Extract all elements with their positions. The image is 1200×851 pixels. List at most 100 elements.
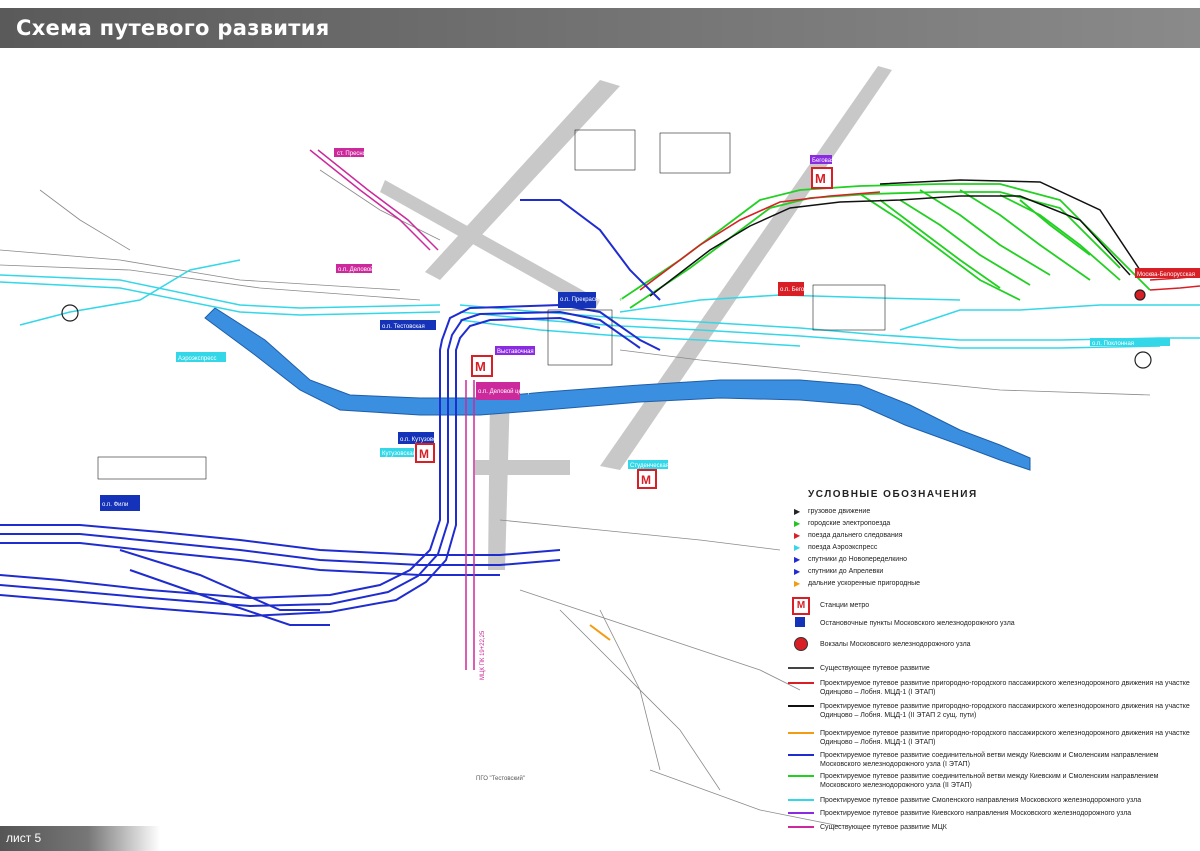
smolensk-lines — [0, 259, 1200, 349]
legend-traffic-label: дальние ускоренные пригородные — [808, 580, 921, 587]
mcd1-stage2-lines — [649, 179, 1141, 297]
metro-icon: M — [811, 167, 833, 189]
station-testovskaya — [380, 320, 436, 330]
legend-line-label: Проектируемое путевое развитие пригородн… — [820, 680, 1190, 696]
legend-symbol-label: Станции метро — [820, 602, 870, 609]
compass-icon — [61, 304, 79, 322]
page-title: Схема путевого развития — [16, 16, 330, 40]
line-swatch — [788, 826, 814, 828]
compass-marks — [61, 289, 1152, 369]
legend-symbol-label: Вокзалы Московского железнодорожного узл… — [820, 641, 971, 648]
station-aeroexpress — [176, 352, 226, 362]
station-boxes: ст. Пресня о.п. Деловой о.п. Прекрасная … — [100, 148, 1200, 511]
svg-text:Выставочная: Выставочная — [497, 349, 534, 355]
svg-text:о.п. Деловой: о.п. Деловой — [338, 266, 374, 273]
line-swatch — [788, 799, 814, 801]
legend-traffic-label: поезда Аэроэкспресс — [808, 544, 878, 551]
arrow-icon: ▶ — [794, 507, 801, 516]
legend-line-label: Проектируемое путевое развитие Смоленско… — [820, 797, 1142, 804]
legend-symbol-label: Остановочные пункты Московского железнод… — [820, 620, 1015, 627]
line-swatch — [788, 732, 814, 734]
legend-title: УСЛОВНЫЕ ОБОЗНАЧЕНИЯ — [808, 489, 978, 500]
terminal-icon — [794, 637, 808, 651]
legend-traffic-label: грузовое движение — [808, 508, 871, 515]
title-bar: Схема путевого развития — [0, 8, 1200, 48]
arrow-icon: ▶ — [794, 531, 801, 540]
svg-text:о.п. Беговая: о.п. Беговая — [780, 287, 814, 293]
svg-text:Москва-Белорусская: Москва-Белорусская — [1137, 272, 1195, 278]
line-swatch — [788, 682, 814, 684]
svg-text:Студенческая: Студенческая — [630, 463, 669, 469]
mck-line — [309, 149, 475, 670]
metro-icons: M M M M — [415, 167, 833, 489]
station-presnya — [334, 148, 364, 157]
line-swatch — [788, 705, 814, 707]
line-swatch — [788, 754, 814, 756]
line-swatch — [788, 775, 814, 777]
station-studencheskaya — [628, 460, 668, 469]
line-swatch — [788, 667, 814, 669]
compass-icon — [1134, 351, 1152, 369]
arrow-icon: ▶ — [794, 579, 801, 588]
station-begovaya — [810, 155, 832, 164]
terminal-icon — [1134, 289, 1146, 301]
arrow-icon: ▶ — [794, 519, 801, 528]
station-kutuzovo — [398, 432, 434, 444]
legend: УСЛОВНЫЕ ОБОЗНАЧЕНИЯ ▶ грузовое движение ▶… — [788, 485, 1200, 835]
rail-stop-icon — [795, 617, 805, 627]
mck-km-label: МЦК ПК 19+22,25 — [480, 630, 486, 680]
station-begovaya-op — [778, 282, 804, 296]
legend-line-label: Существующее путевое развитие — [820, 665, 930, 672]
page-footer: лист 5 — [0, 826, 160, 851]
arrow-icon: ▶ — [794, 543, 801, 552]
svg-text:о.п. Фили: о.п. Фили — [102, 502, 128, 508]
metro-icon: M — [792, 597, 810, 615]
svg-text:о.п. Поклонная: о.п. Поклонная — [1092, 341, 1134, 347]
arrow-icon: ▶ — [794, 555, 801, 564]
legend-line-label: Проектируемое путевое развитие Киевского… — [820, 810, 1132, 817]
svg-text:о.п. Прекрасная Речка: о.п. Прекрасная Речка — [560, 297, 623, 303]
svg-text:Беговая: Беговая — [812, 158, 834, 164]
orange-line — [589, 624, 611, 641]
legend-line-label: Проектируемое путевое развитие пригородн… — [820, 730, 1190, 746]
station-skh — [1135, 268, 1200, 278]
svg-text:Кутузовская: Кутузовская — [382, 451, 416, 457]
track-scheme-map: ст. Пресня о.п. Деловой о.п. Прекрасная … — [0, 66, 1200, 826]
svg-text:о.п. Деловой центр: о.п. Деловой центр — [478, 388, 532, 395]
station-delovoy — [336, 264, 372, 273]
metro-icon: M — [415, 443, 435, 463]
svg-text:Аэроэкспресс: Аэроэкспресс — [178, 356, 217, 362]
connecting-stage1-lines — [0, 199, 661, 626]
svg-text:ст. Пресня: ст. Пресня — [337, 151, 366, 157]
svg-text:о.п. Кутузово: о.п. Кутузово — [400, 437, 437, 443]
line-swatch — [788, 812, 814, 814]
legend-traffic-label: городские электропоезда — [808, 520, 891, 527]
legend-line-label: Существующее путевое развитие МЦК — [820, 824, 947, 831]
legend-line-label: Проектируемое путевое развитие соедините… — [820, 773, 1159, 789]
legend-line-label: Проектируемое путевое развитие соедините… — [820, 752, 1159, 768]
station-kutuzovskaya — [380, 448, 414, 457]
arrow-icon: ▶ — [794, 567, 801, 576]
legend-traffic-label: поезда дальнего следования — [808, 532, 903, 539]
river-label: Москва река — [392, 415, 433, 422]
station-vystavochnaya — [495, 346, 535, 355]
station-fili — [100, 495, 140, 511]
station-prekrasnaya — [558, 292, 596, 308]
ipo-label: ПГО "Тестовский" — [476, 775, 525, 782]
existing-tracks — [0, 169, 1151, 826]
metro-icon: M — [471, 355, 493, 377]
svg-text:M: M — [475, 359, 486, 374]
station-delovoy-centr — [476, 382, 520, 400]
legend-traffic-label: спутники до Новопеределкино — [808, 556, 907, 563]
annotation-boxes — [97, 129, 886, 480]
station-poklonnaya — [1090, 338, 1170, 346]
moscow-river — [204, 307, 1031, 471]
metro-icon: M — [637, 469, 657, 489]
svg-text:M: M — [641, 473, 651, 487]
svg-text:M: M — [815, 171, 826, 186]
legend-line-label: Проектируемое путевое развитие пригородн… — [820, 703, 1190, 719]
svg-text:о.п. Тестовская: о.п. Тестовская — [382, 324, 425, 330]
legend-traffic-label: спутники до Апрелевки — [808, 568, 884, 575]
svg-text:M: M — [419, 447, 429, 461]
page-number: лист 5 — [6, 831, 42, 845]
